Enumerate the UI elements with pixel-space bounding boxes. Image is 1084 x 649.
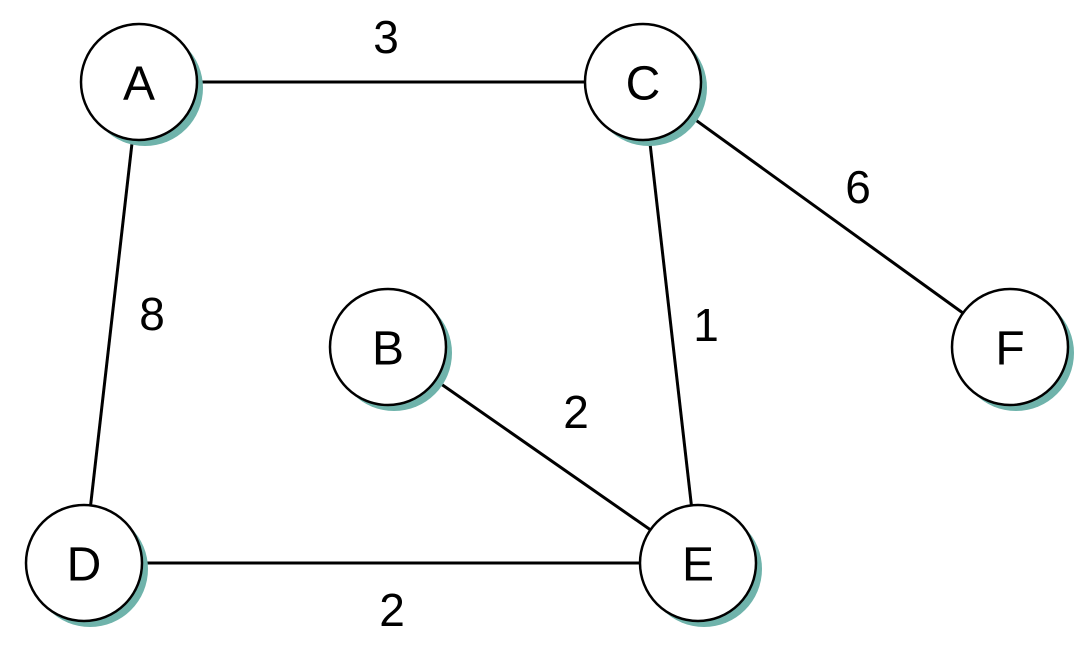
node-label: A [123,58,155,111]
node-circle [24,503,144,623]
node-label: E [682,539,714,592]
edge-weight-c-e: 1 [693,299,719,351]
node-label: C [626,58,661,111]
node-circle [583,22,703,142]
nodes: A B C D E F [24,22,1074,627]
node-a: A [79,22,203,146]
edge-weight-b-e: 2 [563,386,589,438]
edge-weight-c-f: 6 [845,161,871,213]
node-circle [950,287,1070,407]
node-label: D [67,539,102,592]
node-f: F [950,287,1074,411]
node-b: B [328,287,452,411]
node-circle [328,287,448,407]
node-e: E [638,503,762,627]
edge-c-f [642,80,1011,349]
node-c: C [583,22,707,146]
node-circle [79,22,199,142]
edge-c-e [641,81,700,564]
edge-weight-a-c: 3 [373,11,399,63]
node-d: D [24,503,148,627]
node-label: B [372,323,404,376]
edge-weights: 3 8 1 6 2 2 [139,11,871,636]
edge-a-d [82,81,141,564]
edges [82,80,1011,565]
node-circle [638,503,758,623]
edge-weight-a-d: 8 [139,288,165,340]
edge-weight-d-e: 2 [379,584,405,636]
node-label: F [995,323,1024,376]
